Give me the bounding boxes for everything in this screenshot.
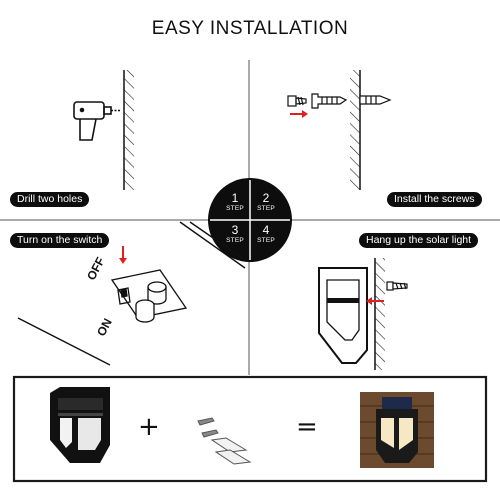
wall-panel-4	[374, 258, 385, 370]
page-title: EASY INSTALLATION	[151, 18, 349, 39]
screws-and-anchors-icon	[197, 417, 252, 465]
step-3-badge: 3 STEP	[226, 223, 244, 244]
step-1-badge: 1 STEP	[226, 191, 244, 212]
step-2-caption: Install the screws	[387, 192, 482, 207]
arrow-right-icon	[290, 110, 308, 118]
switch-board-icon	[110, 269, 188, 323]
solar-light-product-icon	[50, 387, 110, 463]
step-4-badge: 4 STEP	[257, 223, 275, 244]
wall-panel-1	[123, 70, 134, 190]
diagonal-lines	[17, 221, 246, 366]
arrow-left-icon	[366, 297, 384, 305]
screw-icon	[386, 281, 408, 291]
solar-light-icon	[318, 267, 368, 364]
wall-panel-2	[350, 70, 361, 190]
step-1-caption: Drill two holes	[10, 192, 90, 207]
step-2-badge: 2 STEP	[257, 191, 275, 212]
wall-anchor-icon	[311, 93, 392, 109]
arrow-down-icon	[119, 246, 127, 264]
step-3-caption: Turn on the switch	[10, 233, 110, 248]
drill-icon	[73, 101, 121, 141]
step-4-caption: Hang up the solar light	[359, 233, 479, 248]
installed-light-photo-icon	[360, 392, 434, 468]
plus-sign: +	[138, 412, 160, 442]
screw-icon	[287, 95, 307, 107]
equals-sign: =	[296, 412, 318, 442]
